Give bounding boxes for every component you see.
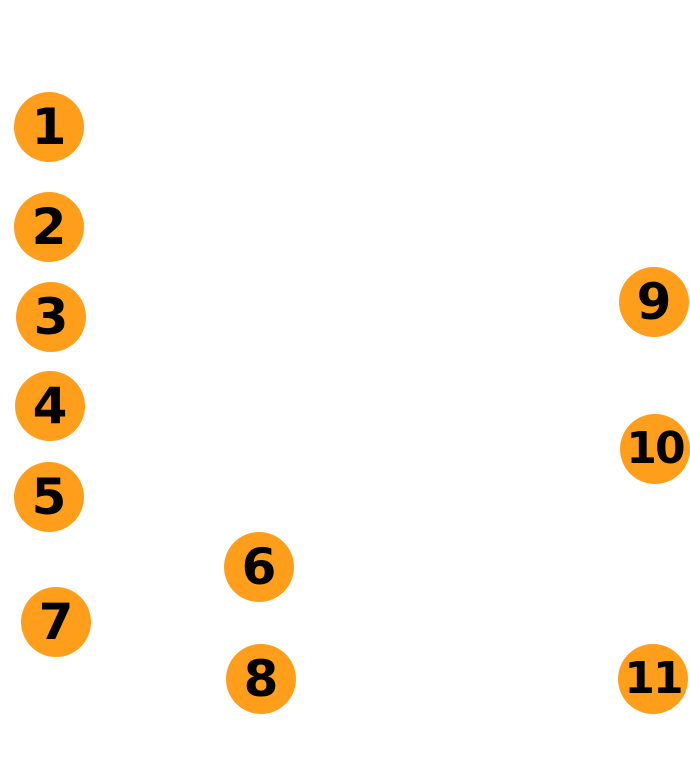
marker-badge-4: 4 <box>15 371 85 441</box>
marker-badge-11: 11 <box>618 644 688 714</box>
marker-badge-8: 8 <box>226 644 296 714</box>
marker-badge-1: 1 <box>14 92 84 162</box>
marker-badge-2: 2 <box>14 192 84 262</box>
marker-badge-10: 10 <box>620 414 690 484</box>
marker-badge-3: 3 <box>16 282 86 352</box>
marker-badge-9: 9 <box>619 267 689 337</box>
marker-badge-7: 7 <box>21 587 91 657</box>
marker-badge-5: 5 <box>14 462 84 532</box>
marker-badge-6: 6 <box>224 532 294 602</box>
